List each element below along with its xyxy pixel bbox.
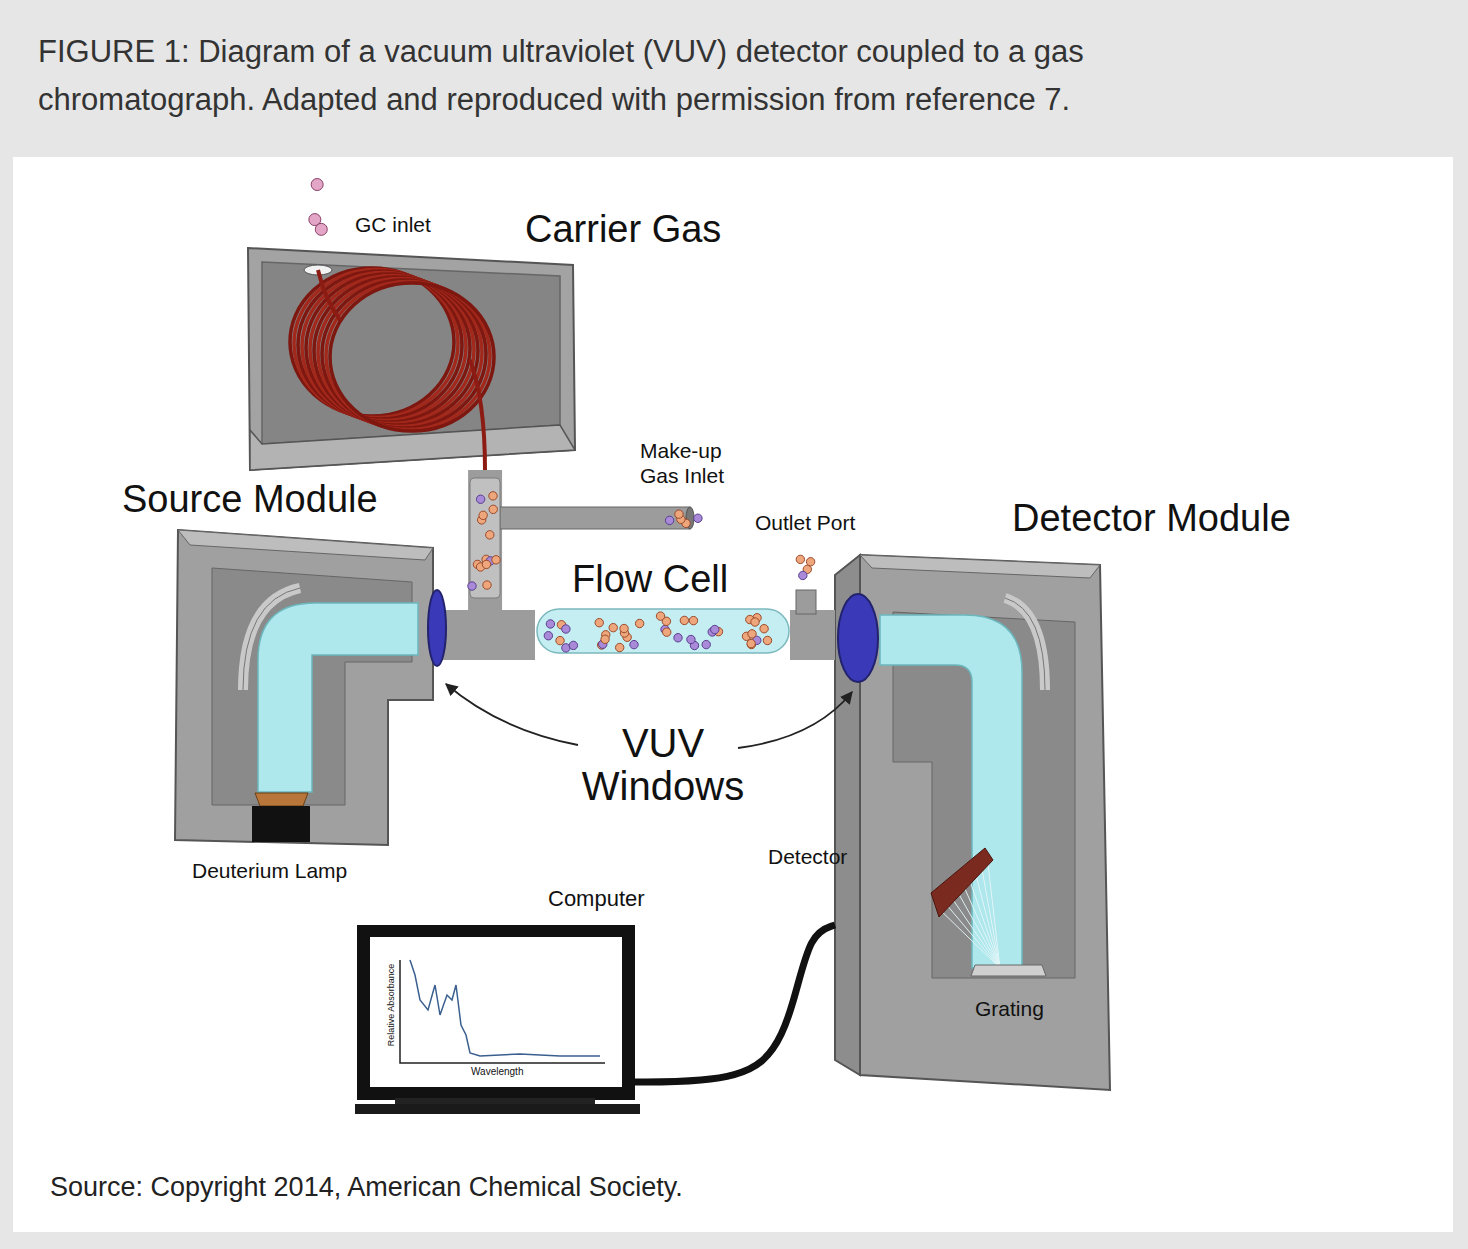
column-glass (470, 478, 500, 598)
window-label: VUV Windows (553, 722, 773, 808)
axis-label: Wavelength (471, 1066, 523, 1078)
data-cable (635, 925, 835, 1082)
grating-label: Grating (975, 996, 1044, 1021)
inlet-label: Make-up Gas Inlet (640, 438, 750, 488)
flow-cell-glass (537, 609, 789, 653)
lamp-label: Deuterium Lamp (192, 858, 347, 883)
gc-oven-box: Carrier Gas (248, 248, 575, 470)
source-module-housing (175, 530, 433, 845)
analyte-particles (309, 179, 815, 653)
axis-label: Relative Absorbance (386, 964, 397, 1047)
module-heading: Source Module (122, 480, 378, 518)
port-label: Outlet Port (755, 510, 855, 535)
source-caption: Source: Copyright 2014, American Chemica… (50, 1172, 683, 1203)
figure-title: FIGURE 1: Diagram of a vacuum ultraviole… (38, 28, 1228, 124)
leader-line (738, 692, 852, 748)
gc-oven (248, 248, 575, 470)
light-tube (435, 610, 535, 660)
makeup-gas-tube (500, 507, 694, 529)
vuv-window (428, 590, 446, 666)
flow-cell: Flow Cell (535, 606, 790, 654)
source-module: Source Module (175, 530, 435, 845)
detector-label: Detector (768, 844, 847, 869)
module-heading: Flow Cell (572, 560, 728, 598)
detector-module: Detector Module (835, 555, 1110, 1090)
detector-module-housing (835, 555, 1110, 1090)
computer-monitor (355, 925, 640, 1114)
figure-panel (13, 157, 1453, 1232)
outlet-port (796, 590, 816, 614)
module-heading: Computer (548, 888, 645, 910)
module-heading: Detector Module (1012, 499, 1291, 537)
inlet-label: GC inlet (355, 212, 431, 237)
module-heading: Carrier Gas (525, 210, 721, 248)
leader-line (446, 684, 578, 745)
light-tube (790, 610, 835, 660)
vuv-window (838, 594, 878, 682)
